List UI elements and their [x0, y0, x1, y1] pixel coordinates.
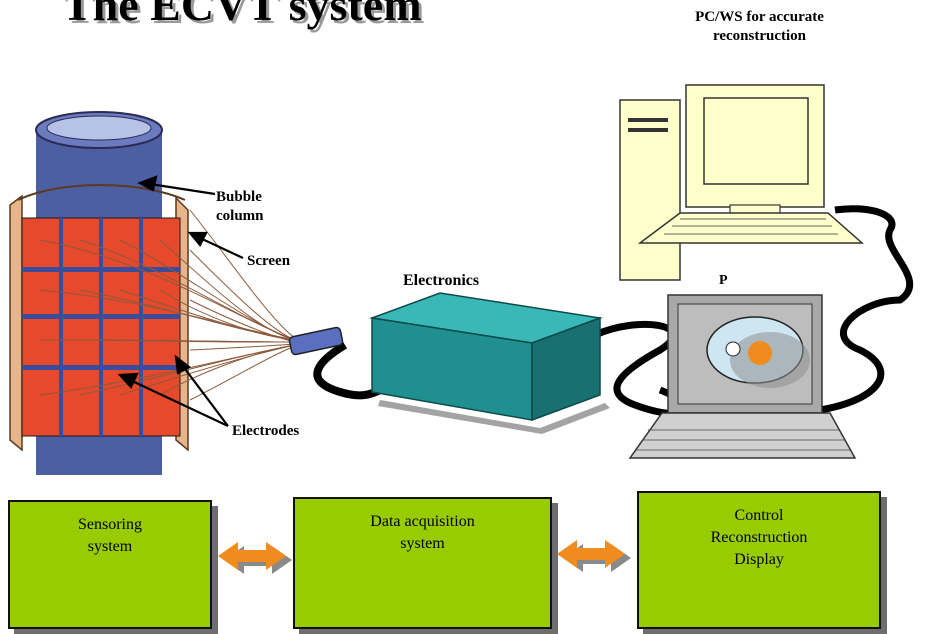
- annotation-arrows: [117, 175, 244, 427]
- desktop-computer: [619, 84, 864, 281]
- electronics-label: Electronics: [403, 272, 480, 289]
- sensoring-line2: system: [87, 538, 133, 555]
- electrodes-label: Electrodes: [232, 423, 300, 439]
- bubble-column-label: Bubble column: [216, 188, 264, 226]
- daq-line1: Data acquisition: [370, 513, 475, 530]
- screen-label: Screen: [247, 253, 291, 269]
- sensor-wires: [39, 209, 296, 401]
- laptop-p-label: P: [719, 273, 728, 288]
- cable-laptop-desktop: [819, 205, 914, 414]
- daq-line2: system: [400, 535, 445, 552]
- control-line3: Display: [734, 551, 784, 568]
- pc-ws-label-line1: PC/WS for accurate: [695, 9, 824, 25]
- bubble-column-label-line2: column: [216, 208, 264, 224]
- control-line1: Control: [734, 507, 784, 524]
- page-title: The ECVT system: [62, 0, 422, 30]
- double-arrow-1: [218, 542, 292, 574]
- laptop-computer: [628, 294, 857, 459]
- cable-sensor-electronics: [313, 341, 382, 400]
- pc-ws-label: PC/WS for accurate reconstruction: [662, 8, 857, 46]
- data-acquisition-block: Data acquisition system: [293, 497, 552, 629]
- control-block: Control Reconstruction Display: [637, 491, 881, 629]
- control-line2: Reconstruction: [710, 529, 808, 546]
- electronics-box: [369, 292, 610, 434]
- pc-ws-label-line2: reconstruction: [712, 28, 807, 44]
- sensoring-line1: Sensoring: [78, 516, 142, 533]
- bubble-column-label-line1: Bubble: [216, 189, 262, 205]
- electrodes-grid: [21, 217, 181, 437]
- cable-connector: [288, 326, 344, 356]
- sensoring-system-block: Sensoring system: [8, 500, 212, 629]
- double-arrow-2: [557, 540, 631, 572]
